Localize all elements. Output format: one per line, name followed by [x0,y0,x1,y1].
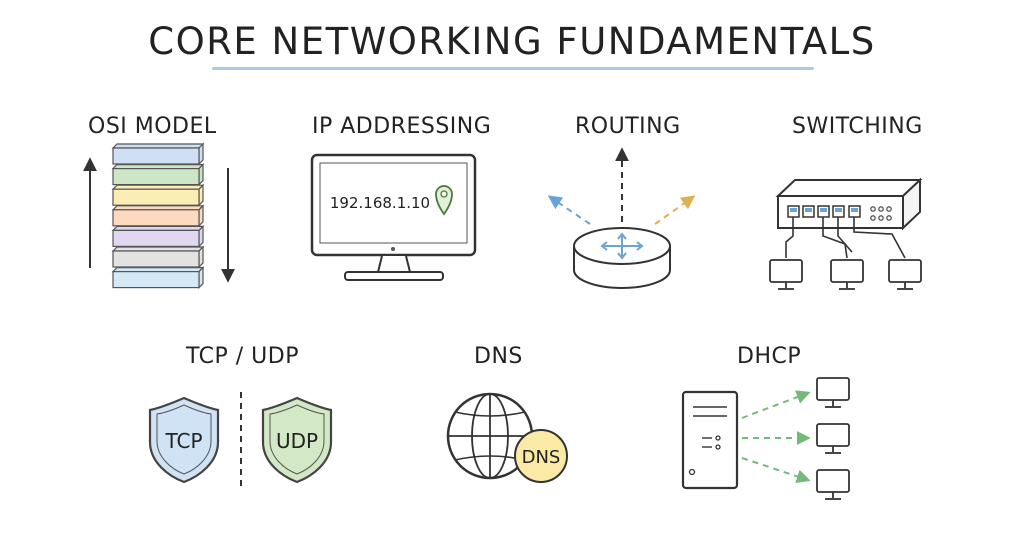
client-pc-icons [816,377,850,500]
osi-layer-3 [111,183,205,207]
router-arrows-icon [600,232,644,260]
osi-layers [111,142,205,290]
dns-badge-text: DNS [522,447,561,468]
osi-model-label: OSI MODEL [88,114,217,139]
diagram-title: CORE NETWORKING FUNDAMENTALS [148,20,876,63]
pc-icon-middle [830,259,864,290]
osi-layer-6 [111,245,205,269]
routing-label: ROUTING [575,114,681,139]
server-icon [681,390,739,490]
switching-label: SWITCHING [792,114,923,139]
location-pin-icon [435,185,453,216]
osi-layer-2 [111,163,205,187]
pc-icon-left [769,259,803,290]
tcp-udp-label: TCP / UDP [186,344,299,369]
osi-layer-7 [111,266,205,290]
dns-badge-icon: DNS [514,429,568,483]
osi-layer-1 [111,142,205,166]
pc-icon-right [888,259,922,290]
client-pc-icon-2 [816,423,850,454]
client-pc-icon-1 [816,377,850,408]
osi-stack-icon [83,142,235,290]
dhcp-arrows [741,390,811,484]
udp-shield-icon: UDP [261,396,333,484]
udp-badge-text: UDP [276,429,318,453]
tcp-badge-text: TCP [164,429,202,453]
dhcp-label: DHCP [737,344,802,369]
dns-label: DNS [474,344,523,369]
ip-address-text: 192.168.1.10 [330,194,430,212]
switch-icon [769,177,923,290]
client-pc-icon-3 [816,469,850,500]
router-icon [547,147,696,289]
ip-addressing-label: IP ADDRESSING [312,114,492,139]
osi-layer-4 [111,204,205,228]
tcp-shield-icon: TCP [148,396,220,484]
title-underline [212,67,814,70]
osi-layer-5 [111,224,205,248]
monitor-icon: 192.168.1.10 [310,153,477,281]
